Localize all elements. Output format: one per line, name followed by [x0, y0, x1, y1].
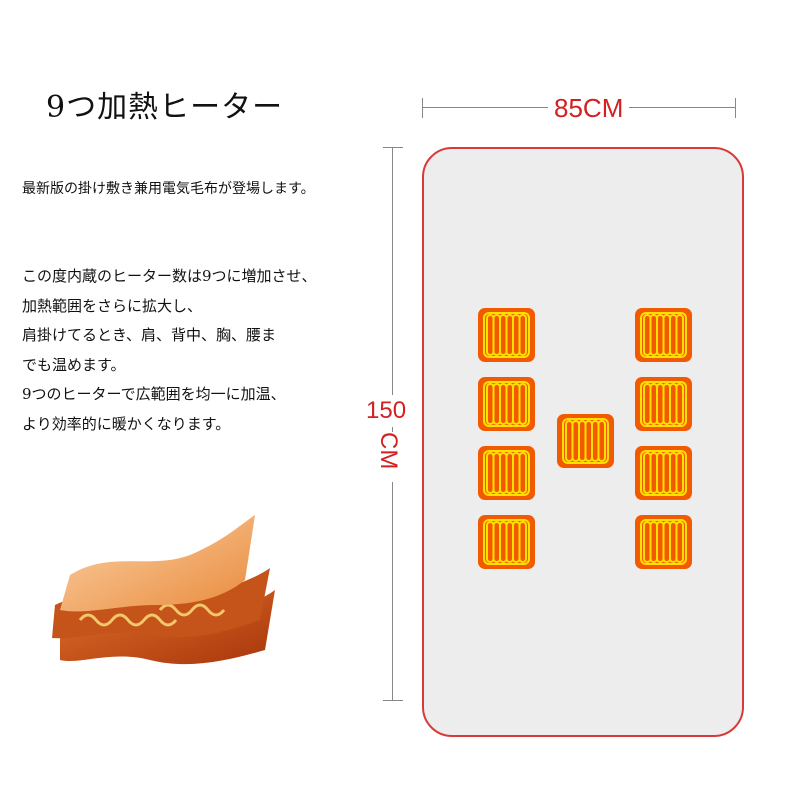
dimension-tick [735, 98, 736, 118]
dimension-tick [383, 147, 403, 148]
description-line: より効率的に暖かくなります。 [22, 414, 231, 433]
description-line: 加熱範囲をさらに拡大し、 [22, 296, 203, 315]
width-label: 85CM [548, 93, 630, 124]
heating-layers-illustration [52, 515, 275, 665]
heater-pad [478, 377, 535, 431]
length-unit: CM [374, 432, 402, 482]
length-number: 150 [366, 395, 407, 427]
description-line: 肩掛けてるとき、肩、背中、胸、腰ま [22, 326, 276, 344]
heater-pad [478, 446, 535, 500]
description-line: この度内蔵のヒーター数は9つに増加させ、 [22, 267, 317, 285]
heater-pad [635, 515, 692, 569]
description-line: 9つのヒーターで広範囲を均一に加温、 [22, 385, 286, 403]
heater-pad [635, 308, 692, 362]
dimension-tick [383, 700, 403, 701]
lead-text: 最新版の掛け敷き兼用電気毛布が登場します。 [22, 181, 315, 197]
heater-pad [478, 515, 535, 569]
description: この度内蔵のヒーター数は9つに増加させ、 加熱範囲をさらに拡大し、 肩掛けてると… [22, 262, 317, 439]
page-title: 9つ加熱ヒーター [46, 90, 284, 125]
heater-pad [557, 414, 614, 468]
dimension-tick [422, 98, 423, 118]
heater-pad [635, 446, 692, 500]
heater-pad [635, 377, 692, 431]
description-line: でも温めます。 [22, 355, 126, 374]
heater-pad [478, 308, 535, 362]
